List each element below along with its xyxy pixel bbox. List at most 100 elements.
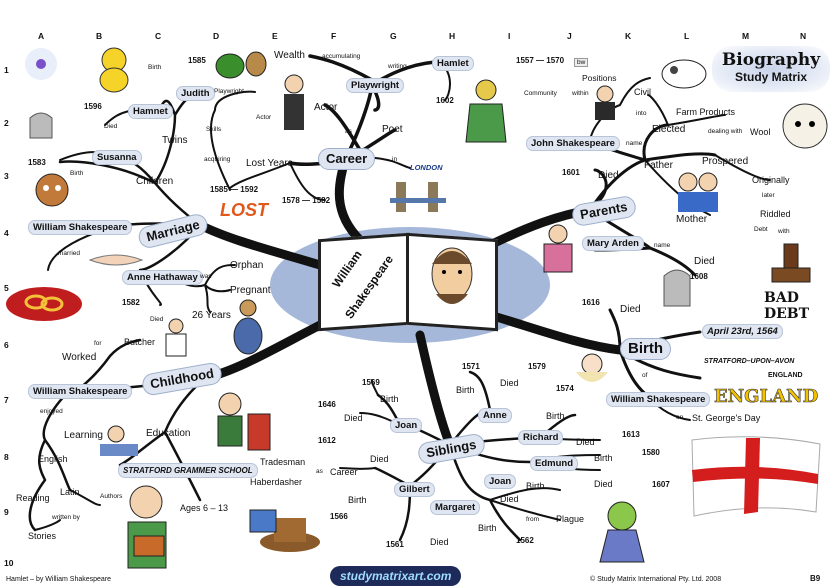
childhood-english: English xyxy=(38,454,68,464)
career-lost-range2: 1578 — 1582 xyxy=(282,196,331,205)
grid-col-k: K xyxy=(625,31,632,41)
wedding-rings-icon xyxy=(6,287,82,321)
parents-name: name xyxy=(626,140,643,147)
siblings-as: as xyxy=(316,468,323,475)
siblings-died-edmund: Died xyxy=(594,479,613,489)
childhood-learning: Learning xyxy=(64,430,103,441)
career-as: as xyxy=(345,128,352,135)
grid-row-10: 10 xyxy=(4,558,14,568)
parents-prospered: Prospered xyxy=(702,156,749,167)
siblings-birth-gilbert: Birth xyxy=(348,495,367,505)
siblings-birth-margaret: Birth xyxy=(478,523,497,533)
parents-bad-debt: BAD DEBT xyxy=(764,290,810,322)
cherub-icon xyxy=(576,353,608,382)
siblings-career: Career xyxy=(330,467,358,477)
siblings-died-anne: Died xyxy=(500,378,519,388)
parents-john-years: 1557 — 1570 xyxy=(516,56,565,65)
footer-website[interactable]: studymatrixart.com xyxy=(330,566,462,586)
career-lost-range1: 1585 — 1592 xyxy=(210,185,259,194)
grid-col-i: I xyxy=(508,31,511,41)
siblings-1607: 1607 xyxy=(652,480,670,489)
childhood-enjoyed: enjoyed xyxy=(40,408,63,415)
marriage-birth2: Birth xyxy=(70,170,84,177)
siblings-richard: Richard xyxy=(518,430,564,445)
parents-bw: bw xyxy=(574,58,589,67)
career-acquiring: acquiring xyxy=(204,156,231,163)
parents-positions: Positions xyxy=(582,73,617,83)
parents-john: John Shakespeare xyxy=(526,136,620,151)
grid-col-e: E xyxy=(272,31,278,41)
siblings-birth-edmund: Birth xyxy=(594,453,613,463)
shakespeare-portrait-icon xyxy=(431,247,473,304)
marriage-age: 26 Years xyxy=(192,310,231,321)
career-lost-stamp: LOST xyxy=(220,200,268,220)
childhood-school: STRATFORD GRAMMER SCHOOL xyxy=(118,463,258,478)
career-hamlet-year: 1602 xyxy=(436,96,454,105)
money-bag-icon xyxy=(215,51,267,79)
parents-1601: 1601 xyxy=(562,168,580,177)
birth-died: Died xyxy=(620,304,641,315)
grid-row-3: 3 xyxy=(4,171,9,181)
marriage-birth1: Birth xyxy=(148,64,162,71)
butcher-figure-icon xyxy=(165,318,187,357)
parents-mary: Mary Arden xyxy=(582,236,644,251)
marriage-died1: Died xyxy=(104,123,118,130)
birth-on: on xyxy=(676,414,684,421)
siblings-1574: 1574 xyxy=(556,384,574,393)
title-panel: Biography Study Matrix xyxy=(712,46,830,92)
student-writing-icon xyxy=(100,425,138,456)
childhood-written-by: written by xyxy=(52,514,80,521)
career-poet: Poet xyxy=(382,124,403,135)
siblings-from: from xyxy=(526,516,539,523)
siblings-died-gilbert: Died xyxy=(370,454,389,464)
hats-icon xyxy=(249,509,320,552)
siblings-died-joan: Died xyxy=(344,413,363,423)
grid-col-d: D xyxy=(213,31,220,41)
marriage-pregnant: Pregnant xyxy=(230,285,271,296)
trunk-birth xyxy=(485,310,625,355)
siblings-died-joan2: Died xyxy=(500,494,519,504)
parents-within: within xyxy=(572,90,589,97)
career-writing: writing xyxy=(388,63,407,70)
parents-community: Community xyxy=(524,90,557,97)
siblings-plague: Plague xyxy=(556,514,585,524)
grid-row-9: 9 xyxy=(4,507,9,517)
parents-later: later xyxy=(762,192,775,199)
marriage-married: married xyxy=(58,250,81,257)
career-playwright: Playwright xyxy=(346,78,405,93)
siblings-edmund: Edmund xyxy=(530,456,578,471)
marriage-twins: Twins xyxy=(162,135,188,146)
childhood-ws: William Shakespeare xyxy=(28,384,133,399)
title-line2: Study Matrix xyxy=(734,70,807,84)
siblings-birth-joan2: Birth xyxy=(526,481,545,491)
career-skills: Skills xyxy=(206,126,222,133)
holding-hands-icon xyxy=(88,254,144,266)
childhood-stories: Stories xyxy=(28,531,57,541)
siblings-1566: 1566 xyxy=(330,512,348,521)
footer-website-label: studymatrixart.com xyxy=(340,569,452,583)
flower-icon xyxy=(25,48,57,80)
siblings-birth-anne: Birth xyxy=(456,385,475,395)
marriage-children: Children xyxy=(136,176,174,187)
grid-col-j: J xyxy=(567,31,572,41)
grid-col-n: N xyxy=(800,31,807,41)
marriage-judith: Judith xyxy=(176,86,215,101)
birth-ws: William Shakespeare xyxy=(606,392,711,407)
siblings-anne: Anne xyxy=(478,408,512,423)
center-book: William Shakespeare xyxy=(318,232,498,332)
parents-1608: 1608 xyxy=(690,272,708,281)
siblings-joan: Joan xyxy=(390,418,423,433)
grid-col-h: H xyxy=(449,31,456,41)
child-figure-icon xyxy=(595,85,615,120)
parents-originally: Originally xyxy=(752,175,790,185)
actor-figure-icon xyxy=(284,74,304,130)
childhood-latin: Latin xyxy=(60,487,80,497)
parents-died: Died xyxy=(598,170,619,181)
trunk-siblings xyxy=(415,330,455,450)
branch-birth: Birth xyxy=(620,338,671,360)
parents-couple-icon xyxy=(678,172,718,212)
reading-boy-icon xyxy=(127,485,167,569)
parents-wool: Wool xyxy=(750,127,771,137)
tower-bridge-icon xyxy=(390,182,446,212)
